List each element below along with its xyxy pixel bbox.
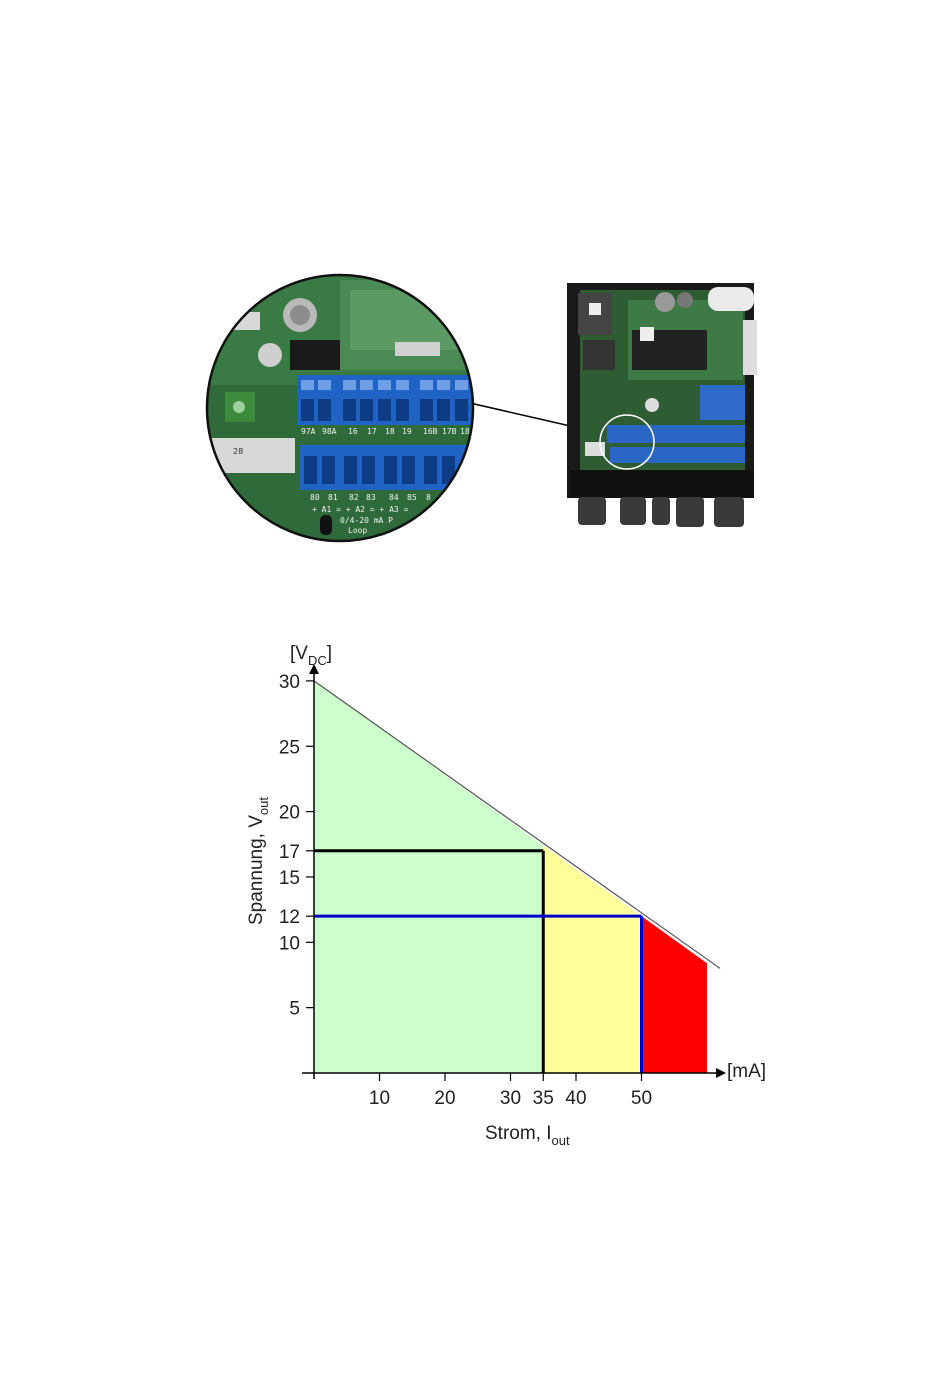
y-unit-label: [VDC] (290, 643, 332, 668)
x-tick-label: 30 (500, 1088, 521, 1109)
chart-regions (314, 681, 707, 1073)
y-tick-label: 10 (279, 933, 300, 954)
x-unit-label: [mA] (727, 1061, 766, 1082)
x-tick-label: 40 (565, 1088, 586, 1109)
y-axis-title: Spannung, Vout (246, 797, 271, 925)
y-tick-label: 5 (289, 999, 300, 1020)
x-tick-label: 10 (369, 1088, 390, 1109)
y-tick-label: 15 (279, 868, 300, 889)
region-green (314, 681, 543, 1073)
y-tick-label: 12 (279, 907, 300, 928)
x-tick-label: 35 (533, 1088, 554, 1109)
y-tick-label: 30 (279, 672, 300, 693)
x-tick-label: 50 (631, 1088, 652, 1109)
x-axis-title: Strom, Iout (485, 1123, 570, 1148)
y-tick-label: 25 (279, 737, 300, 758)
y-tick-label: 17 (279, 842, 300, 863)
region-red (642, 916, 708, 1073)
y-tick-label: 20 (279, 803, 300, 824)
region-yellow (543, 846, 641, 1073)
x-tick-label: 20 (434, 1088, 455, 1109)
x-axis-arrow (716, 1068, 726, 1078)
